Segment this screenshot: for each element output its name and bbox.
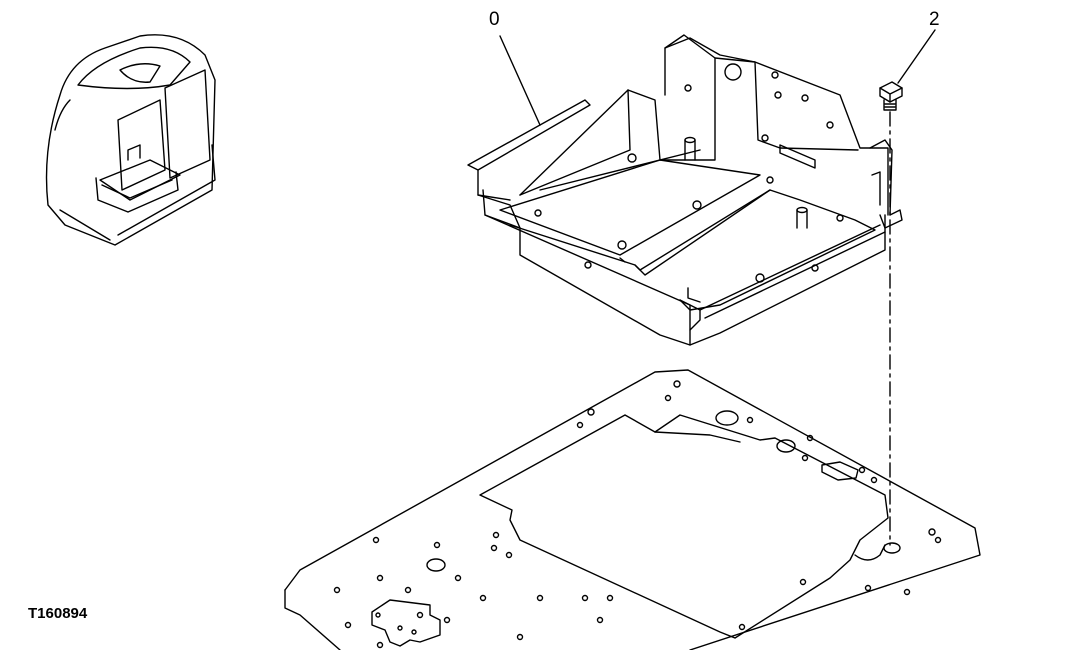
callout-part-0: 0	[489, 9, 500, 30]
cab-locator-illustration	[45, 34, 216, 246]
leader-lines	[499, 29, 936, 546]
cab-floor-plate	[284, 369, 981, 650]
callout-part-2: 2	[929, 9, 940, 30]
figure-id: T160894	[28, 605, 88, 622]
cap-screw	[879, 81, 903, 111]
seat-support-bracket	[467, 34, 903, 346]
